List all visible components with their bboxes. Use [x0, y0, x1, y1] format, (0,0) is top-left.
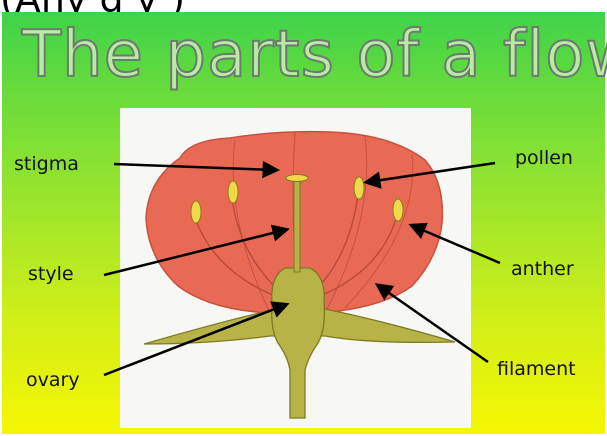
stigma-arrow — [114, 164, 275, 170]
label-stigma: stigma — [14, 153, 79, 175]
label-filament: filament — [497, 358, 576, 380]
filament-arrow — [379, 286, 488, 362]
anther-arrow — [413, 226, 500, 263]
ovary-arrow — [104, 305, 285, 375]
label-pollen: pollen — [515, 147, 573, 169]
style-arrow — [104, 230, 285, 275]
label-style: style — [28, 263, 74, 285]
pollen-arrow — [368, 163, 495, 182]
label-ovary: ovary — [26, 369, 80, 391]
label-anther: anther — [511, 258, 574, 280]
